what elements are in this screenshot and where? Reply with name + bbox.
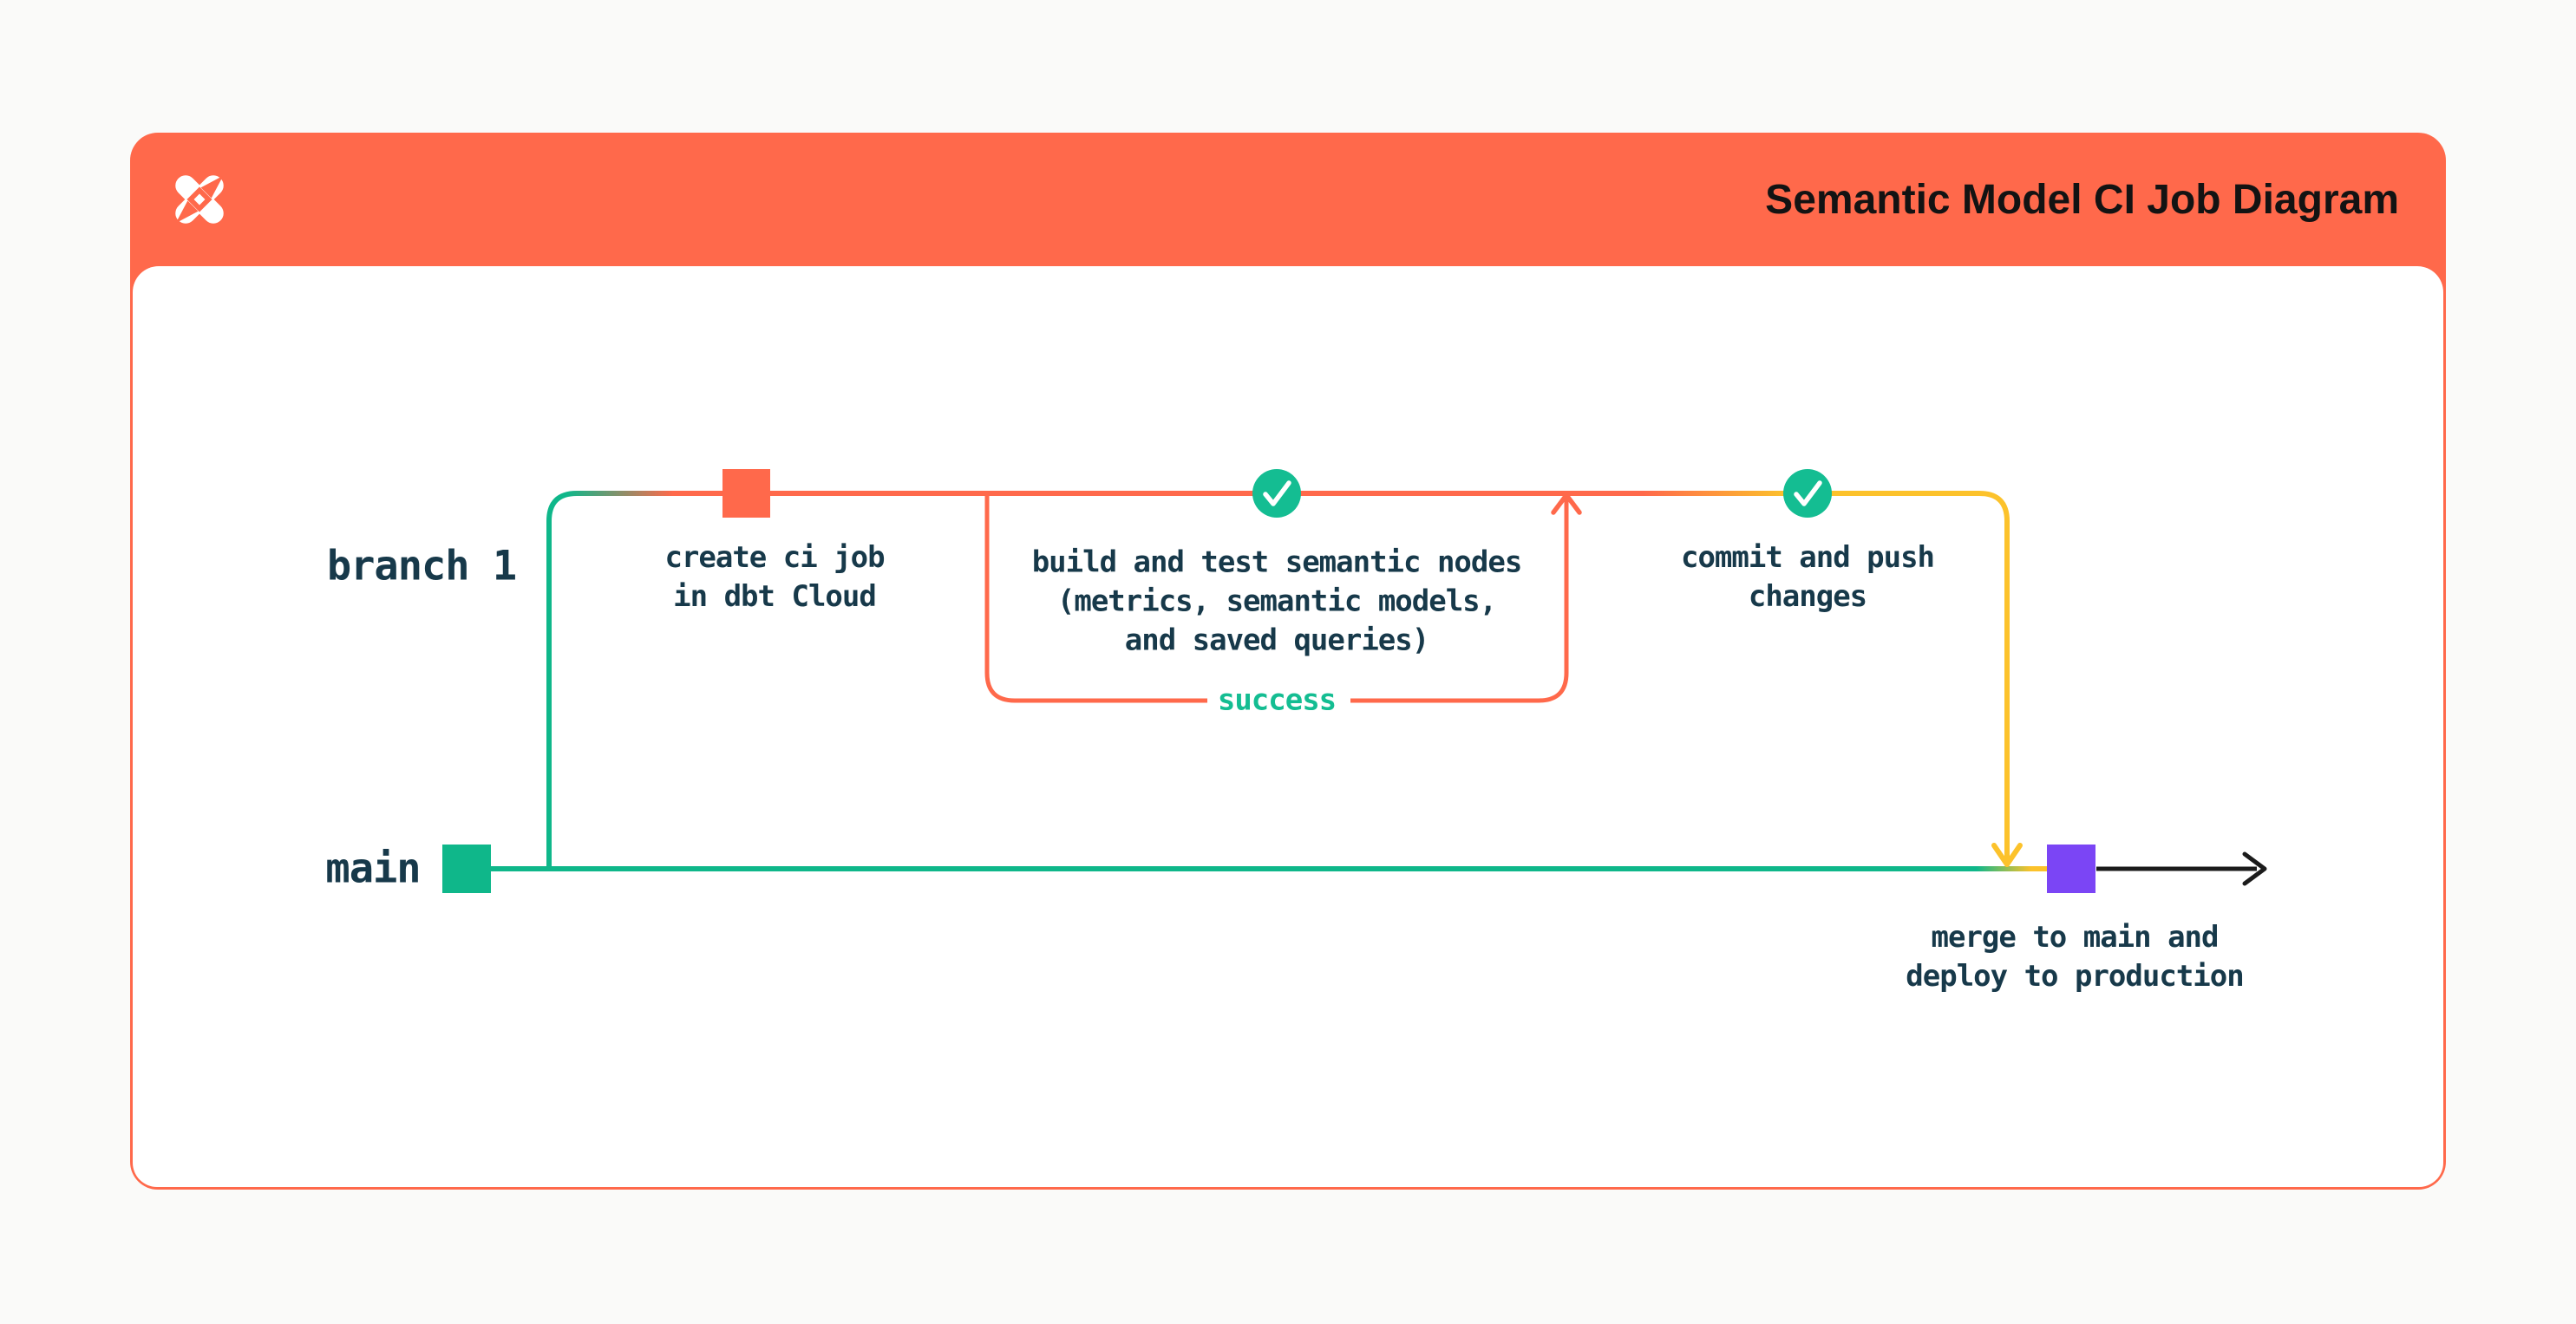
- commit-push-label: commit and push changes: [1680, 538, 1935, 616]
- main-lane-label: main: [325, 845, 421, 893]
- card-header: Semantic Model CI Job Diagram: [130, 133, 2446, 266]
- dbt-logo-icon: [175, 175, 224, 224]
- logo-notch-bottom-left: [175, 200, 199, 224]
- merge-deploy-label: merge to main and deploy to production: [1906, 918, 2244, 996]
- build-test-label-line3: and saved queries): [1124, 623, 1429, 658]
- commit-push-label-line2: changes: [1748, 579, 1867, 614]
- create-ci-job-label-line2: in dbt Cloud: [673, 579, 877, 614]
- create-ci-job-label: create ci job in dbt Cloud: [664, 538, 885, 616]
- success-label: success: [1217, 682, 1337, 718]
- merge-deploy-label-line1: merge to main and: [1931, 920, 2220, 955]
- commit-push-label-line1: commit and push: [1680, 540, 1935, 575]
- branch-lane-label: branch 1: [326, 542, 517, 590]
- diagram-card: Semantic Model CI Job Diagram: [130, 133, 2446, 1190]
- page-title: Semantic Model CI Job Diagram: [1765, 176, 2399, 223]
- merge-deploy-label-line2: deploy to production: [1906, 959, 2244, 994]
- build-test-label-line2: (metrics, semantic models,: [1056, 584, 1497, 619]
- diagram-canvas: [133, 266, 2443, 1187]
- build-test-label: build and test semantic nodes (metrics, …: [1031, 544, 1523, 661]
- build-test-label-line1: build and test semantic nodes: [1031, 545, 1523, 580]
- logo-notch-top-right: [200, 175, 224, 199]
- create-ci-job-label-line1: create ci job: [664, 540, 885, 575]
